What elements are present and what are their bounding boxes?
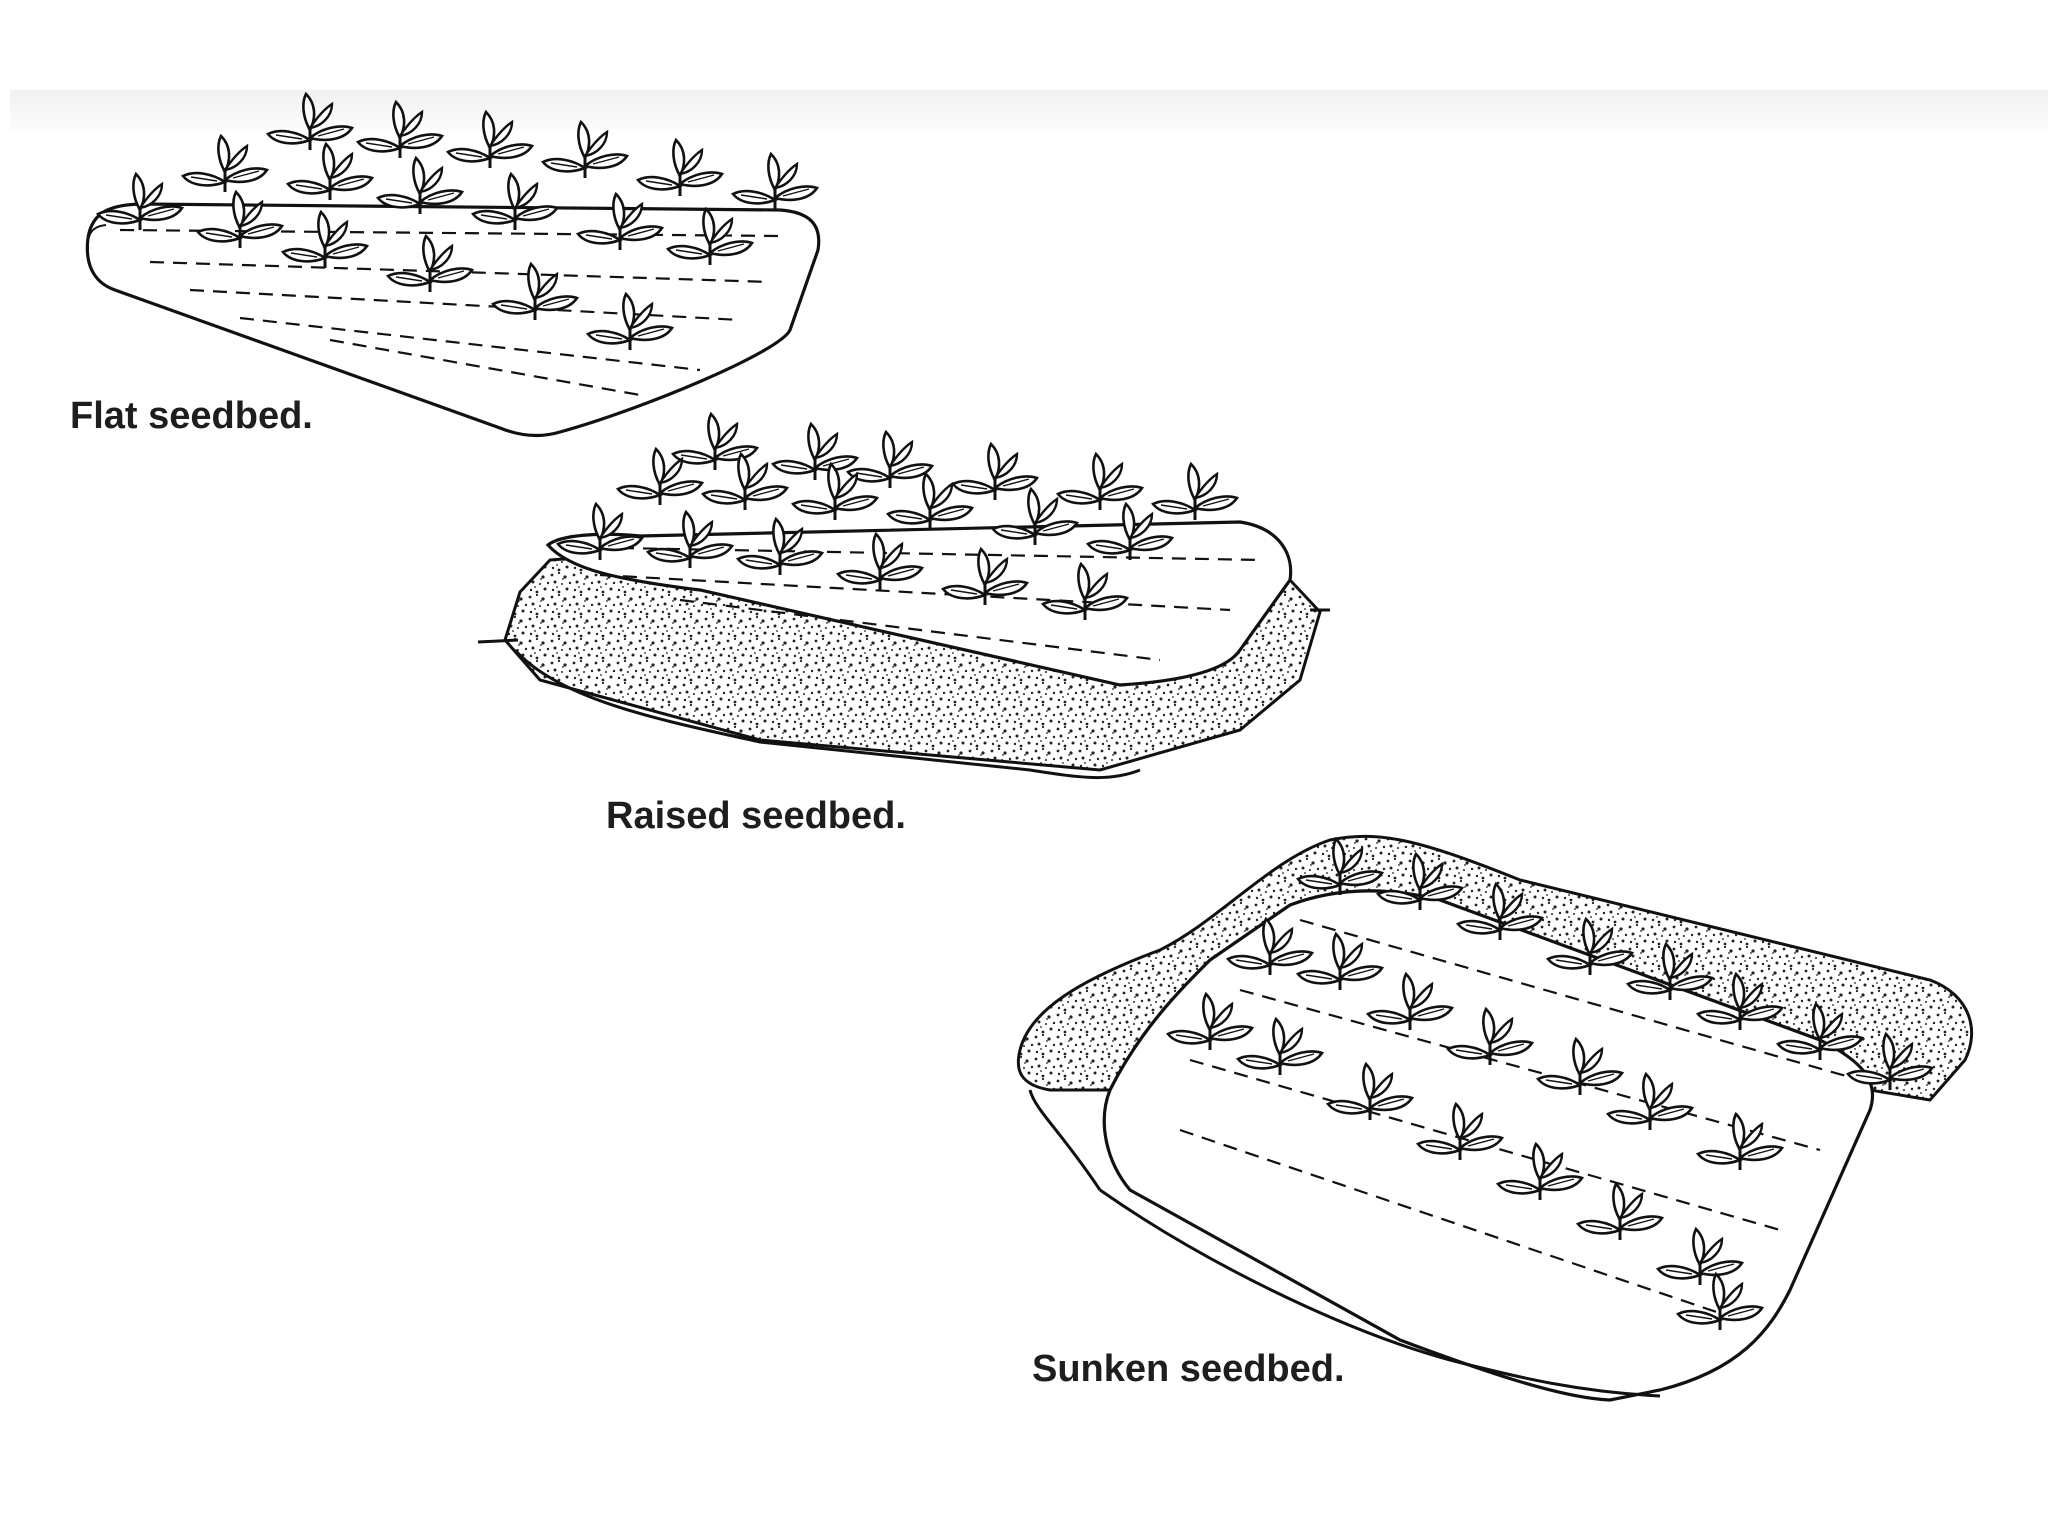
- seedling-icon: [356, 100, 444, 160]
- seedling-icon: [951, 442, 1039, 502]
- sunken-seedbed: [1016, 834, 1974, 1402]
- seedling-icon: [541, 120, 629, 180]
- seedling-icon: [731, 152, 819, 212]
- sunken-seedbed-caption: Sunken seedbed.: [1032, 1348, 1345, 1390]
- seedling-icon: [446, 110, 534, 170]
- seedling-icon: [771, 422, 859, 482]
- seedling-icon: [286, 142, 374, 202]
- raised-seedbed-caption: Raised seedbed.: [606, 795, 906, 837]
- seedling-icon: [846, 430, 934, 490]
- raised-seedbed: [477, 412, 1330, 780]
- seedling-icon: [1056, 452, 1144, 512]
- top-band: [0, 0, 2048, 90]
- top-band-shadow: [10, 90, 2048, 130]
- seedling-icon: [636, 138, 724, 198]
- seedling-icon: [266, 92, 354, 152]
- flat-seedbed: [85, 92, 821, 438]
- seedling-icon: [181, 134, 269, 194]
- seedling-icon: [1151, 462, 1239, 522]
- flat-seedbed-caption: Flat seedbed.: [70, 395, 313, 437]
